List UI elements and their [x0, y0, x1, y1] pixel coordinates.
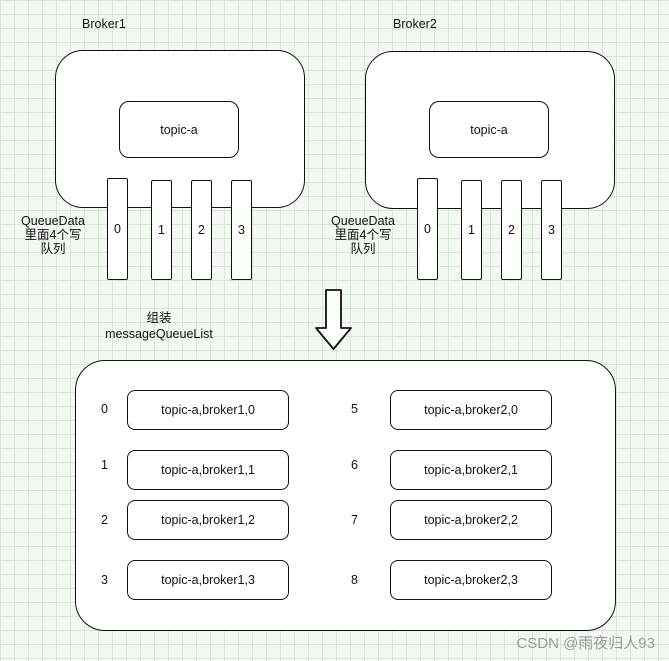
mq-item-label: topic-a,broker1,2	[161, 513, 255, 527]
mq-index: 3	[101, 573, 108, 587]
broker2-topic: topic-a	[429, 101, 549, 158]
queuedata-line: QueueData	[21, 214, 85, 228]
broker2-queue-0: 0	[417, 178, 438, 280]
queue-label: 3	[238, 223, 245, 237]
broker2-topic-label: topic-a	[470, 122, 508, 137]
assemble-label: 组装 messageQueueList	[96, 310, 222, 342]
queue-label: 2	[198, 223, 205, 237]
mq-item: topic-a,broker1,3	[127, 560, 289, 600]
broker2-title: Broker2	[393, 17, 437, 31]
mq-index: 5	[351, 402, 358, 416]
broker1-queue-3: 3	[231, 180, 252, 280]
mq-item: topic-a,broker2,0	[390, 390, 552, 430]
mq-item-label: topic-a,broker1,0	[161, 403, 255, 417]
broker2-queuedata-label: QueueData 里面4个写 队列	[328, 214, 398, 256]
broker1-queue-0: 0	[107, 178, 128, 280]
mq-index: 6	[351, 458, 358, 472]
mq-item: topic-a,broker1,0	[127, 390, 289, 430]
queuedata-line: 队列	[350, 242, 376, 256]
broker1-queue-2: 2	[191, 180, 212, 280]
broker1-queuedata-label: QueueData 里面4个写 队列	[18, 214, 88, 256]
queuedata-line: 里面4个写	[24, 228, 82, 242]
broker1-topic-label: topic-a	[160, 122, 198, 137]
queue-label: 2	[508, 223, 515, 237]
mq-item-label: topic-a,broker2,0	[424, 403, 518, 417]
mq-index: 7	[351, 513, 358, 527]
broker2-queue-3: 3	[541, 180, 562, 280]
queue-label: 1	[468, 223, 475, 237]
queue-label: 3	[548, 223, 555, 237]
down-arrow-icon	[315, 289, 352, 350]
mq-item: topic-a,broker2,2	[390, 500, 552, 540]
queuedata-line: 里面4个写	[334, 228, 392, 242]
mq-item-label: topic-a,broker1,3	[161, 573, 255, 587]
mq-index: 8	[351, 573, 358, 587]
mq-item-label: topic-a,broker1,1	[161, 463, 255, 477]
watermark: CSDN @雨夜归人93	[516, 635, 655, 652]
broker1-queue-1: 1	[151, 180, 172, 280]
queuedata-line: QueueData	[331, 214, 395, 228]
broker1-title: Broker1	[82, 17, 126, 31]
broker2-queue-2: 2	[501, 180, 522, 280]
assemble-line: 组装	[146, 311, 172, 325]
mq-item: topic-a,broker1,2	[127, 500, 289, 540]
mq-index: 1	[101, 458, 108, 472]
mq-item: topic-a,broker2,1	[390, 450, 552, 490]
queue-label: 1	[158, 223, 165, 237]
queue-label: 0	[114, 222, 121, 236]
queue-label: 0	[424, 222, 431, 236]
broker2-queue-1: 1	[461, 180, 482, 280]
queuedata-line: 队列	[40, 242, 66, 256]
broker1-topic: topic-a	[119, 101, 239, 158]
mq-item-label: topic-a,broker2,2	[424, 513, 518, 527]
mq-item-label: topic-a,broker2,1	[424, 463, 518, 477]
assemble-line: messageQueueList	[105, 327, 213, 341]
mq-item: topic-a,broker1,1	[127, 450, 289, 490]
mq-item-label: topic-a,broker2,3	[424, 573, 518, 587]
mq-index: 2	[101, 513, 108, 527]
mq-item: topic-a,broker2,3	[390, 560, 552, 600]
mq-index: 0	[101, 402, 108, 416]
